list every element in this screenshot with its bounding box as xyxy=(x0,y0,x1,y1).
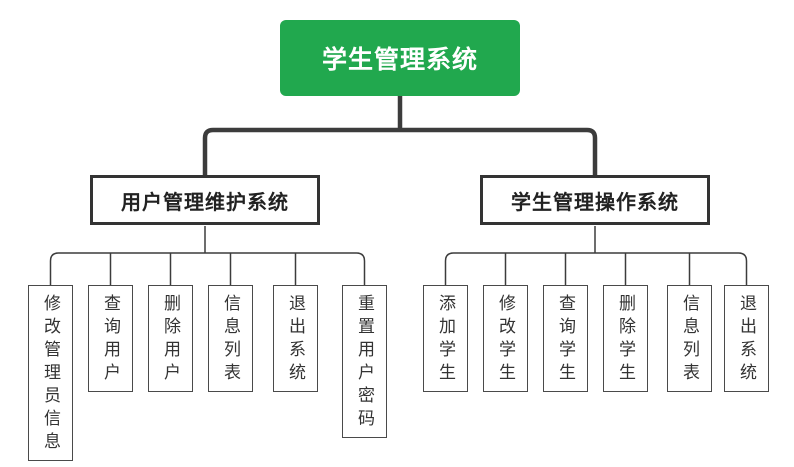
leaf-node-info-list-right: 信息列表 xyxy=(667,285,712,392)
branch-node-user-management-maintenance: 用户管理维护系统 xyxy=(90,175,320,225)
leaf-node-label: 重置用户密码 xyxy=(355,294,374,432)
branch-node-label: 用户管理维护系统 xyxy=(121,191,289,214)
leaf-node-label: 退出系统 xyxy=(286,294,305,386)
branch-node-label: 学生管理操作系统 xyxy=(511,191,679,214)
right-leaf-bus-line xyxy=(444,252,748,286)
leaf-node-label: 查询学生 xyxy=(556,294,575,386)
leaf-node-add-student: 添加学生 xyxy=(423,285,468,392)
leaf-node-delete-student: 删除学生 xyxy=(603,285,648,392)
root-branch-bus-line xyxy=(202,127,598,176)
leaf-node-query-user: 查询用户 xyxy=(88,285,133,392)
leaf-node-modify-student: 修改学生 xyxy=(483,285,528,392)
leaf-node-reset-user-password: 重置用户密码 xyxy=(342,285,387,438)
leaf-node-info-list-left: 信息列表 xyxy=(208,285,253,392)
leaf-node-label: 添加学生 xyxy=(436,294,455,386)
leaf-node-label: 修改管理员信息 xyxy=(41,294,60,455)
leaf-node-label: 查询用户 xyxy=(101,294,120,386)
leaf-node-label: 退出系统 xyxy=(737,294,756,386)
leaf-node-query-student: 查询学生 xyxy=(543,285,588,392)
leaf-node-label: 信息列表 xyxy=(680,294,699,386)
leaf-node-delete-user: 删除用户 xyxy=(148,285,193,392)
leaf-node-modify-admin-info: 修改管理员信息 xyxy=(28,285,73,461)
root-node-student-management-system: 学生管理系统 xyxy=(280,20,520,96)
leaf-node-label: 删除用户 xyxy=(161,294,180,386)
leaf-node-label: 修改学生 xyxy=(496,294,515,386)
branch-node-student-management-operation: 学生管理操作系统 xyxy=(480,175,710,225)
root-node-label: 学生管理系统 xyxy=(321,46,478,74)
leaf-node-exit-system-right: 退出系统 xyxy=(724,285,769,392)
leaf-node-label: 删除学生 xyxy=(616,294,635,386)
left-leaf-bus-line xyxy=(49,252,366,286)
leaf-node-exit-system-left: 退出系统 xyxy=(273,285,318,392)
leaf-node-label: 信息列表 xyxy=(221,294,240,386)
